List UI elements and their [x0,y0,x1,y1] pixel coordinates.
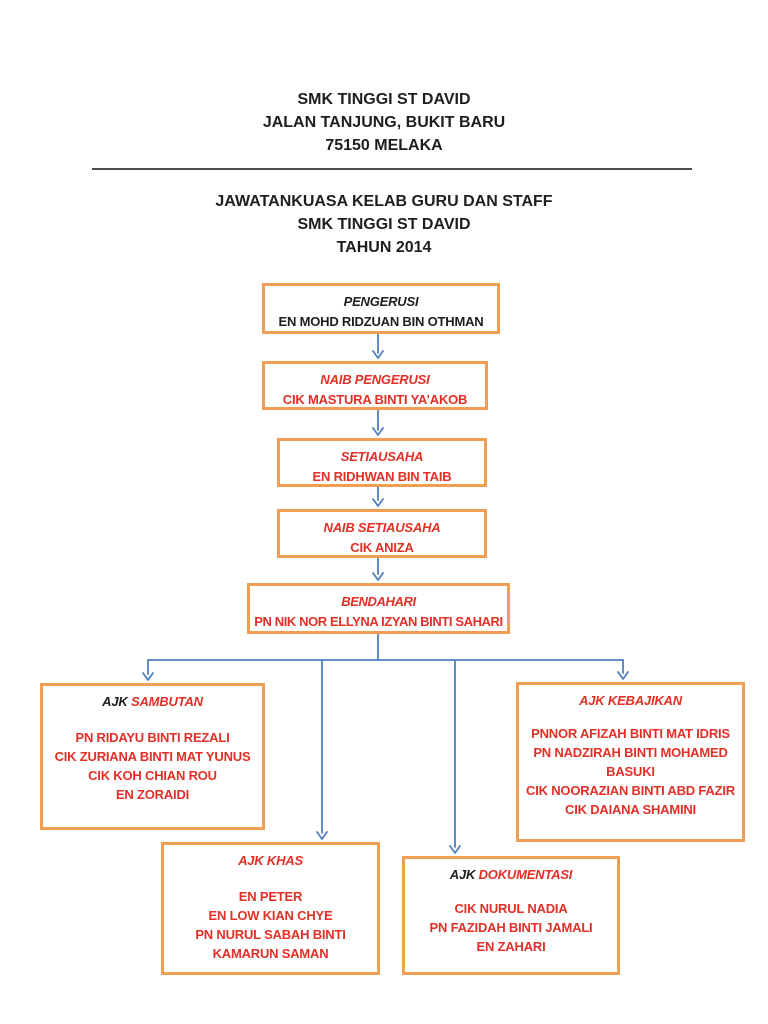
member-line: PN NADZIRAH BINTI MOHAMED [533,745,728,760]
org-box-ajk-sambutan: AJK SAMBUTAN PN RIDAYU BINTI REZALI CIK … [40,683,265,830]
setiausaha-title: SETIAUSAHA [340,449,424,464]
arrowhead-bendahari [372,572,384,581]
document-title: JAWATANKUASA KELAB GURU DAN STAFF SMK TI… [0,190,768,259]
member-line: EN PETER [238,889,303,904]
ajk-sambutan-title-prefix: AJK [102,694,128,709]
org-box-bendahari: BENDAHARI PN NIK NOR ELLYNA IZYAN BINTI … [247,583,510,634]
school-address: JALAN TANJUNG, BUKIT BARU [262,114,506,131]
arrowhead-dokumentasi [449,845,461,854]
ajk-sambutan-title: AJK SAMBUTAN [43,686,262,709]
ajk-sambutan-members: PN RIDAYU BINTI REZALI CIK ZURIANA BINTI… [43,728,262,804]
naib-setiausaha-name: CIK ANIZA [350,540,414,555]
ajk-dokumentasi-title: AJK DOKUMENTASI [405,859,617,882]
ajk-khas-title: AJK KHAS [238,853,303,868]
org-box-naib-setiausaha: NAIB SETIAUSAHA CIK ANIZA [277,509,487,558]
member-line: EN ZAHARI [476,939,546,954]
org-box-setiausaha: SETIAUSAHA EN RIDHWAN BIN TAIB [277,438,487,487]
org-box-naib-pengerusi: NAIB PENGERUSI CIK MASTURA BINTI YA’AKOB [262,361,488,410]
org-box-ajk-kebajikan: AJK KEBAJIKAN PNNOR AFIZAH BINTI MAT IDR… [516,682,745,842]
document-title-line3: TAHUN 2014 [336,239,432,256]
arrowhead-naib-setiausaha [372,498,384,507]
arrowhead-naib-pengerusi [372,350,384,359]
member-line: PN RIDAYU BINTI REZALI [75,730,230,745]
member-line: KAMARUN SAMAN [212,946,329,961]
ajk-dokumentasi-title-main: DOKUMENTASI [478,867,573,882]
ajk-khas-members: EN PETER EN LOW KIAN CHYE PN NURUL SABAH… [164,887,377,963]
setiausaha-name: EN RIDHWAN BIN TAIB [312,469,452,484]
org-box-pengerusi: PENGERUSI EN MOHD RIDZUAN BIN OTHMAN [262,283,500,334]
ajk-dokumentasi-members: CIK NURUL NADIA PN FAZIDAH BINTI JAMALI … [405,899,617,956]
header-divider [92,168,692,170]
bendahari-name: PN NIK NOR ELLYNA IZYAN BINTI SAHARI [254,614,503,629]
member-line: PN FAZIDAH BINTI JAMALI [429,920,593,935]
member-line: PN NURUL SABAH BINTI [195,927,346,942]
org-box-ajk-dokumentasi: AJK DOKUMENTASI CIK NURUL NADIA PN FAZID… [402,856,620,975]
member-line: EN LOW KIAN CHYE [208,908,333,923]
member-line: CIK DAIANA SHAMINI [565,802,696,817]
arrowhead-setiausaha [372,427,384,436]
document-title-line2: SMK TINGGI ST DAVID [297,216,471,233]
pengerusi-title: PENGERUSI [343,294,419,309]
ajk-dokumentasi-title-prefix: AJK [449,867,476,882]
letterhead: SMK TINGGI ST DAVID JALAN TANJUNG, BUKIT… [0,88,768,157]
org-box-ajk-khas: AJK KHAS EN PETER EN LOW KIAN CHYE PN NU… [161,842,380,975]
school-city: 75150 MELAKA [325,137,443,154]
member-line: CIK NURUL NADIA [454,901,568,916]
member-line: PNNOR AFIZAH BINTI MAT IDRIS [531,726,730,741]
arrowhead-khas [316,831,328,840]
member-line: CIK NOORAZIAN BINTI ABD FAZIR [526,783,735,798]
member-line: BASUKI [606,764,655,779]
ajk-kebajikan-members: PNNOR AFIZAH BINTI MAT IDRIS PN NADZIRAH… [519,724,742,819]
member-line: CIK KOH CHIAN ROU [88,768,217,783]
naib-pengerusi-title: NAIB PENGERUSI [320,372,430,387]
arrowhead-sambutan [142,672,154,681]
member-line: EN ZORAIDI [115,787,190,802]
member-line: CIK ZURIANA BINTI MAT YUNUS [54,749,251,764]
bendahari-title: BENDAHARI [341,594,416,609]
arrowhead-kebajikan [617,671,629,680]
ajk-sambutan-title-main: SAMBUTAN [131,694,203,709]
pengerusi-name: EN MOHD RIDZUAN BIN OTHMAN [278,314,484,329]
naib-setiausaha-title: NAIB SETIAUSAHA [323,520,441,535]
ajk-kebajikan-title: AJK KEBAJIKAN [579,693,682,708]
document-title-line1: JAWATANKUASA KELAB GURU DAN STAFF [215,193,553,210]
school-name: SMK TINGGI ST DAVID [297,91,471,108]
naib-pengerusi-name: CIK MASTURA BINTI YA’AKOB [282,392,468,407]
